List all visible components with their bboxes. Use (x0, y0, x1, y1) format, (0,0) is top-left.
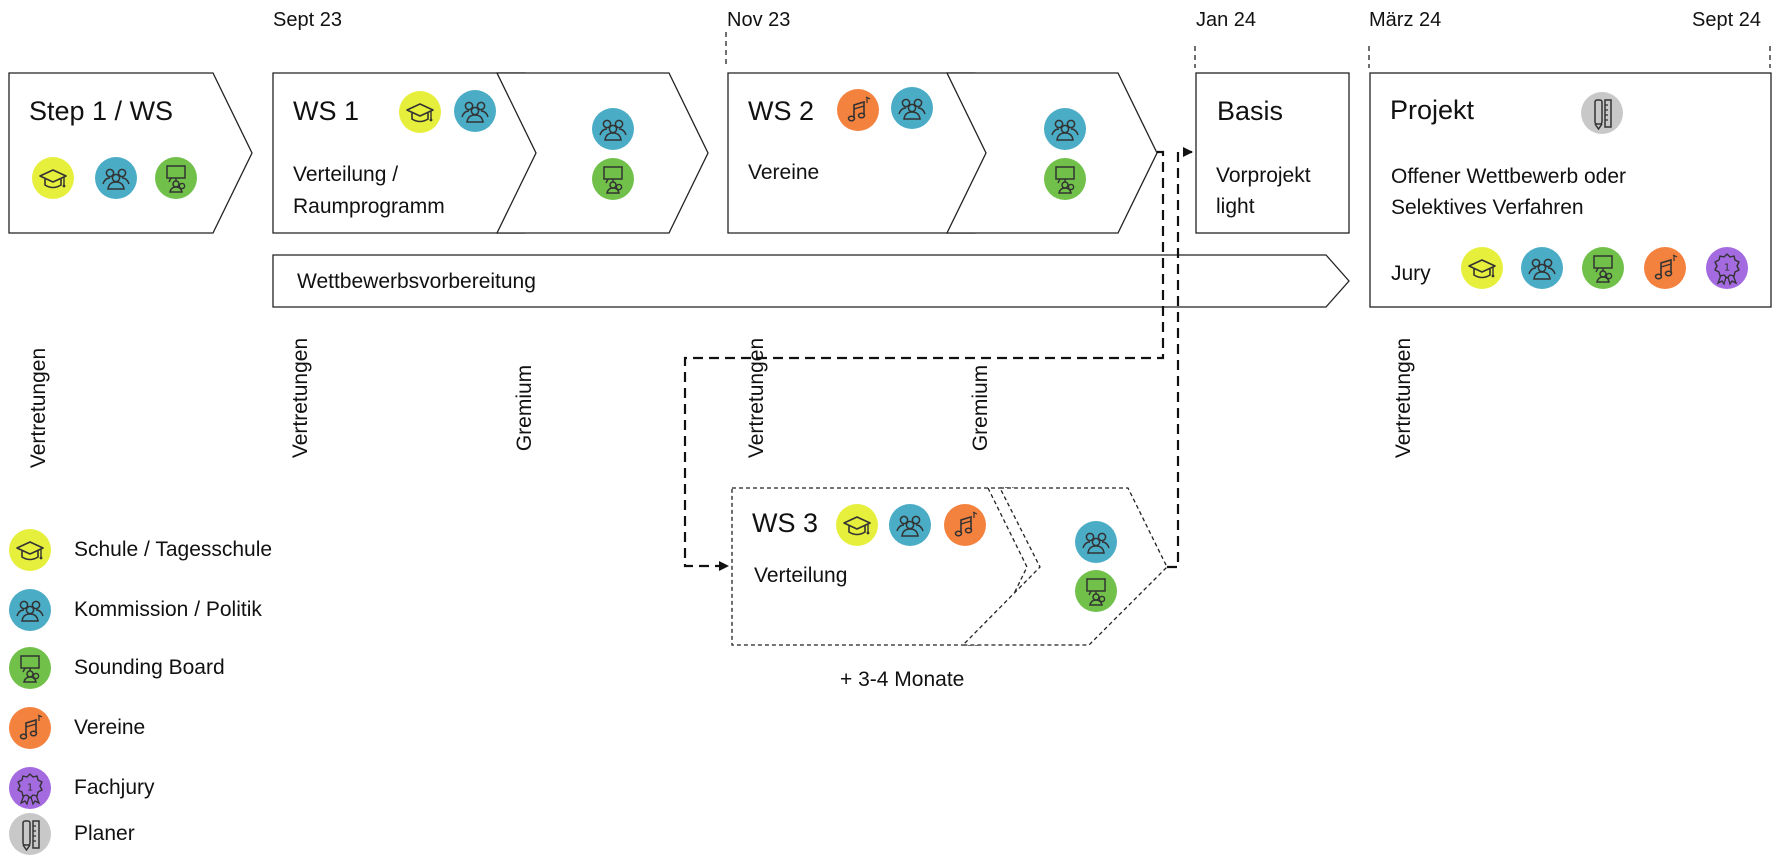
date-label-jan24: Jan 24 (1196, 9, 1257, 31)
band-label: Wettbewerbsvorbereitung (297, 270, 536, 293)
stage-ws1-followup-shape (495, 72, 709, 234)
graduation-cap-icon (398, 90, 442, 134)
vertical-label-vertretungen-ws1: Vertretungen (289, 337, 312, 459)
presentation-board-icon (154, 156, 198, 200)
stage-ws1-text-line2: Raumprogramm (293, 195, 445, 218)
stage-projekt-text-line2: Selektives Verfahren (1391, 196, 1584, 219)
award-rosette-icon: 1 (8, 766, 52, 810)
music-note-icon (836, 88, 880, 132)
stage-basis-shape (1195, 72, 1350, 234)
graduation-cap-icon (8, 528, 52, 572)
legend-label: Vereine (74, 716, 146, 739)
date-label-nov23: Nov 23 (727, 9, 791, 31)
date-label-sep24: Sept 24 (1692, 9, 1761, 31)
stage-basis-text-line2: light (1216, 195, 1255, 218)
pencil-ruler-icon (8, 812, 52, 856)
vertical-label-vertretungen-step1: Vertretungen (27, 347, 50, 469)
graduation-cap-icon (835, 503, 879, 547)
stage-projekt-text-line1: Offener Wettbewerb oder (1391, 165, 1627, 188)
music-note-icon (943, 503, 987, 547)
people-group-icon (1520, 246, 1564, 290)
people-group-icon (591, 107, 635, 151)
stage-basis-title: Basis (1217, 96, 1284, 126)
ws3-detour-connector (683, 147, 1193, 571)
stage-projekt-title: Projekt (1390, 95, 1475, 125)
stage-ws2-followup-shape (945, 72, 1158, 234)
date-label-sep23: Sept 23 (273, 9, 342, 31)
vertical-label-vertretungen-projekt: Vertretungen (1392, 337, 1415, 459)
music-note-icon (1643, 246, 1687, 290)
stage-ws2-text: Vereine (748, 161, 820, 184)
stage-ws1-title: WS 1 (293, 96, 360, 126)
stage-ws3-followup-shape (961, 487, 1168, 646)
vertical-label-gremium-ws1: Gremium (513, 364, 536, 452)
vertical-label-vertretungen-ws2: Vertretungen (745, 337, 768, 459)
legend-label: Sounding Board (74, 656, 225, 679)
presentation-board-icon (1074, 569, 1118, 613)
stage-step1-title: Step 1 / WS (29, 96, 174, 126)
vertical-label-gremium-ws2: Gremium (969, 364, 992, 452)
people-group-icon (8, 588, 52, 632)
stage-step1-shape (8, 72, 253, 234)
stage-ws3-text: Verteilung (754, 564, 848, 587)
presentation-board-icon (1581, 246, 1625, 290)
stage-projekt-jury-label: Jury (1391, 262, 1431, 285)
stage-basis-text-line1: Vorprojekt (1216, 164, 1311, 187)
music-note-icon (8, 706, 52, 750)
people-group-icon (453, 89, 497, 133)
date-tick-lines (725, 32, 1771, 68)
stage-projekt-shape (1369, 72, 1772, 308)
people-group-icon (888, 503, 932, 547)
stage-ws1-text-line1: Verteilung / (293, 163, 399, 186)
graduation-cap-icon (31, 156, 75, 200)
presentation-board-icon (1043, 157, 1087, 201)
legend-label: Kommission / Politik (74, 598, 262, 621)
people-group-icon (1074, 520, 1118, 564)
presentation-board-icon (591, 157, 635, 201)
presentation-board-icon (8, 646, 52, 690)
pencil-ruler-icon (1580, 91, 1624, 135)
stage-ws2-title: WS 2 (748, 96, 815, 126)
people-group-icon (1043, 107, 1087, 151)
band-shape (272, 254, 1350, 308)
svg-text:1: 1 (1724, 263, 1730, 274)
graduation-cap-icon (1460, 246, 1504, 290)
people-group-icon (94, 156, 138, 200)
legend-label: Fachjury (74, 776, 155, 799)
stage-ws3-title: WS 3 (752, 508, 819, 538)
svg-text:1: 1 (27, 783, 33, 794)
legend-label: Planer (74, 822, 135, 845)
people-group-icon (890, 86, 934, 130)
stage-ws3-duration-note: + 3-4 Monate (840, 668, 965, 691)
date-label-mar24: März 24 (1369, 9, 1442, 31)
legend-label: Schule / Tagesschule (74, 538, 273, 561)
award-rosette-icon: 1 (1705, 246, 1749, 290)
